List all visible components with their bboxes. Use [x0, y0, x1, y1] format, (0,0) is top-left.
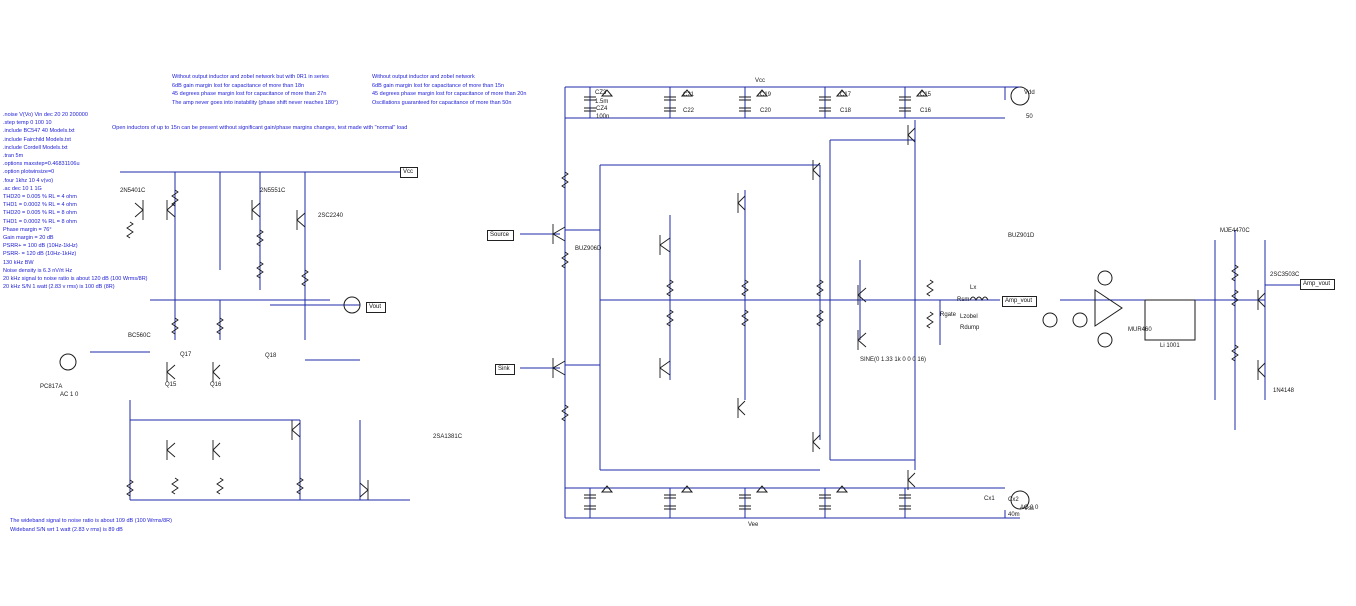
- spice-directive: PSRR- = 120 dB (10Hz-1kHz): [3, 251, 77, 258]
- spice-directive: .tran 5m: [3, 153, 24, 159]
- schematic-note: Without output inductor and zobel networ…: [372, 74, 475, 80]
- component-label: 2N5401C: [120, 188, 146, 194]
- spice-directive: THD1 = 0.0002 % RL = 4 ohm: [3, 202, 77, 209]
- schematic-note: The amp never goes into instability (pha…: [172, 99, 339, 106]
- component-label: C19: [760, 92, 772, 98]
- schematic-note: 45 degrees phase margin lost for capacit…: [372, 91, 527, 97]
- component-label: MUR460: [1128, 327, 1152, 333]
- component-label: Cx2: [1008, 497, 1019, 503]
- component-label: Rgate: [940, 312, 957, 318]
- vout-port-left: Vout: [366, 302, 387, 313]
- component-label: C16: [920, 108, 932, 114]
- component-label: 1N4148: [1273, 388, 1295, 394]
- spice-directive: .include Fairchild Models.txt: [3, 136, 71, 143]
- component-label: Q17: [180, 352, 192, 358]
- schematic-note: Without output inductor and zobel networ…: [172, 74, 329, 80]
- vcc-port-left: Vcc: [400, 167, 419, 178]
- schematic-note: Oscillations guaranteed for capacitance …: [372, 99, 512, 106]
- component-label: Q15: [165, 382, 177, 388]
- component-label: 1.5m: [595, 99, 609, 105]
- component-label: 2N5551C: [260, 188, 286, 194]
- component-label: Cx1: [984, 496, 995, 502]
- component-label: 2SA1381C: [433, 434, 463, 440]
- spice-directive: Gain margin = 20 dB: [3, 235, 54, 241]
- spice-directive: THD20 = 0.005 % RL = 4 ohm: [3, 194, 77, 200]
- component-label: C22: [683, 108, 695, 114]
- component-label: PC817A: [40, 384, 63, 390]
- component-label: AC 0 0: [1020, 505, 1039, 511]
- spice-directive: .include Cordell Models.txt: [3, 144, 68, 151]
- spice-directive: .step temp 0 100 10: [3, 120, 52, 127]
- spice-directive: Noise density is 6.3 nV/rt Hz: [3, 267, 73, 274]
- spice-directive: .noise V(Vo) Vin dec 20 20 200000: [3, 112, 88, 118]
- component-label: BUZ906D: [575, 246, 602, 252]
- component-label: CZ3: [595, 90, 607, 96]
- component-label: Q18: [265, 353, 277, 359]
- sink-port: Sink: [495, 364, 515, 375]
- component-label: C21: [683, 92, 695, 98]
- schematic-note: 6dB gain margin lost for capacitance of …: [372, 82, 505, 89]
- component-label: AC 1 0: [60, 392, 79, 398]
- schematic-note: The wideband signal to noise ratio is ab…: [10, 518, 172, 524]
- component-label: BUZ901D: [1008, 233, 1035, 239]
- spice-directive: .option plotwinsize=0: [3, 169, 55, 176]
- schematic-note: 6dB gain margin lost for capacitance of …: [172, 82, 305, 89]
- spice-directive: THD1 = 0.0002 % RL = 8 ohm: [3, 218, 77, 225]
- component-label: CZ4: [596, 106, 608, 112]
- component-label: Rdump: [960, 325, 980, 331]
- schematic-note: 45 degrees phase margin lost for capacit…: [172, 91, 327, 97]
- component-label: 2SC2240: [318, 213, 344, 219]
- component-label: C17: [840, 92, 852, 98]
- component-label: MJE4470C: [1220, 228, 1250, 234]
- spice-directive: THD20 = 0.005 % RL = 8 ohm: [3, 210, 77, 217]
- amp-vout-port-right: Amp_vout: [1300, 279, 1336, 290]
- component-label: 100n: [596, 114, 610, 120]
- component-label: Vdd: [1024, 90, 1035, 96]
- component-label: C20: [760, 108, 772, 114]
- component-label: 40m: [1008, 512, 1020, 518]
- component-label: Vss: [1024, 506, 1035, 512]
- spice-directive: 20 kHz signal to noise ratio is about 12…: [3, 276, 148, 282]
- component-label: Lzobel: [960, 314, 978, 320]
- component-label: Rsm: [957, 297, 970, 303]
- component-label: C15: [920, 92, 932, 98]
- component-label: Vee: [748, 522, 759, 528]
- spice-directive: 20 kHz S/N 1 watt (2.83 v rms) is 100 dB…: [3, 284, 115, 291]
- spice-directive: PSRR+ = 100 dB (10Hz-1kHz): [3, 243, 78, 250]
- schematic-note: Wideband S/N wrt 1 watt (2.83 v rms) is …: [10, 526, 123, 533]
- spice-directive: .ac dec 10 1 1G: [3, 185, 42, 192]
- source-port: Source: [487, 230, 515, 241]
- component-label: 50: [1026, 114, 1033, 120]
- spice-directive: .four 1khz 10 4 v(vo): [3, 177, 54, 184]
- component-label: C18: [840, 108, 852, 114]
- component-label: BC560C: [128, 333, 151, 339]
- amp-vout-port: Amp_vout: [1002, 296, 1038, 307]
- component-label: 2SC3503C: [1270, 272, 1300, 278]
- spice-directive: .include BC547 40 Models.txt: [3, 128, 75, 135]
- component-label: Vcc: [755, 78, 766, 84]
- spice-directive: Phase margin = 76°: [3, 226, 52, 233]
- component-label: Li 1001: [1160, 343, 1180, 349]
- component-label: Q16: [210, 382, 222, 388]
- inductor-note: Open inductors of up to 15n can be prese…: [112, 125, 408, 131]
- spice-directive: 130 kHz BW: [3, 259, 34, 266]
- component-label: SINE(0 1.33 1k 0 0 0 16): [860, 357, 927, 363]
- component-label: Lx: [970, 285, 977, 291]
- spice-directive: .options maxstep=0.46831106u: [3, 161, 80, 168]
